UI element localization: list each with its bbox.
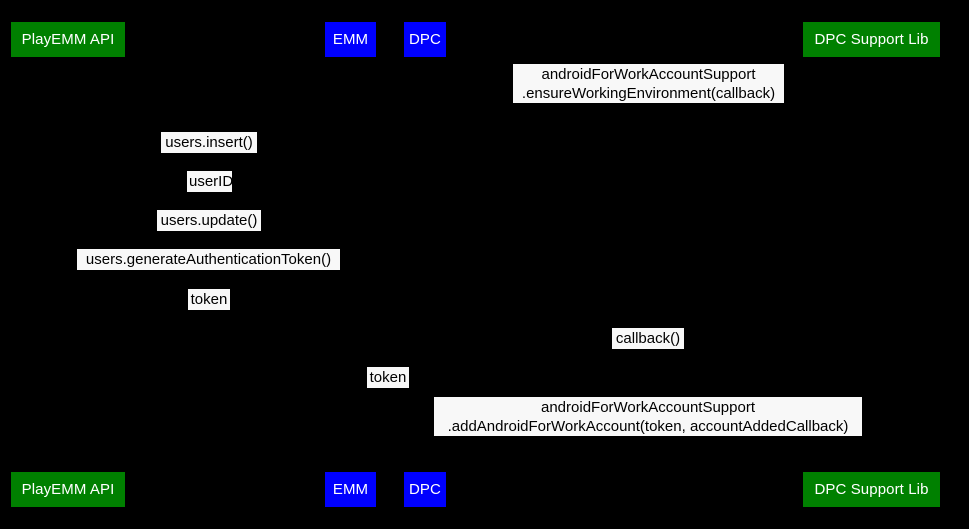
lifeline-emm <box>350 57 351 472</box>
participant-label: EMM <box>332 31 369 48</box>
participant-label: DPC Support Lib <box>814 481 929 498</box>
message-text-line: userID <box>189 173 234 190</box>
message-label-ensure-working-environment[interactable]: androidForWorkAccountSupport .ensureWorki… <box>513 64 784 103</box>
message-label-users-generate-authentication-token[interactable]: users.generateAuthenticationToken() <box>77 249 340 270</box>
message-label-token-from-api[interactable]: token <box>188 289 230 310</box>
message-arrow-users-generate-authentication-token <box>68 271 350 272</box>
message-arrow-callback <box>425 350 871 351</box>
participant-label: PlayEMM API <box>21 481 115 498</box>
message-label-add-android-for-work-account[interactable]: androidForWorkAccountSupport .addAndroidF… <box>434 397 862 436</box>
message-text-line: users.insert() <box>165 134 253 151</box>
participant-box-playemm-api-bottom[interactable]: PlayEMM API <box>11 472 125 507</box>
participant-label: EMM <box>332 481 369 498</box>
message-arrow-users-update <box>68 232 350 233</box>
participant-box-dpc-support-lib-bottom[interactable]: DPC Support Lib <box>803 472 940 507</box>
message-text-line: .addAndroidForWorkAccount(token, account… <box>447 418 849 435</box>
participant-box-dpc-support-lib-top[interactable]: DPC Support Lib <box>803 22 940 57</box>
message-text-line: callback() <box>615 330 681 347</box>
message-label-token-to-dpc[interactable]: token <box>367 367 409 388</box>
message-arrow-users-insert <box>68 154 350 155</box>
message-label-userid[interactable]: userID <box>187 171 234 192</box>
message-text-line: .ensureWorkingEnvironment(callback) <box>521 85 776 102</box>
participant-label: DPC <box>409 481 441 498</box>
lifeline-playemm-api <box>68 57 69 472</box>
participant-label: PlayEMM API <box>21 31 115 48</box>
message-text-line: token <box>190 291 228 308</box>
participant-box-emm-top[interactable]: EMM <box>325 22 376 57</box>
participant-label: DPC Support Lib <box>814 31 929 48</box>
message-arrow-token-from-api <box>68 311 350 312</box>
participant-box-playemm-api-top[interactable]: PlayEMM API <box>11 22 125 57</box>
message-text-line: users.generateAuthenticationToken() <box>85 251 332 268</box>
message-arrow-add-android-for-work-account <box>425 437 871 438</box>
message-arrow-userid <box>68 193 350 194</box>
message-label-callback[interactable]: callback() <box>612 328 684 349</box>
message-text-line: token <box>369 369 407 386</box>
message-arrow-ensure-working-environment <box>425 104 871 105</box>
participant-box-dpc-bottom[interactable]: DPC <box>404 472 446 507</box>
message-label-users-update[interactable]: users.update() <box>157 210 261 231</box>
lifeline-dpc-support-lib <box>871 57 872 472</box>
message-text-line: users.update() <box>160 212 258 229</box>
participant-label: DPC <box>409 31 441 48</box>
message-text-line: androidForWorkAccountSupport <box>541 399 755 416</box>
participant-box-emm-bottom[interactable]: EMM <box>325 472 376 507</box>
message-arrow-token-to-dpc <box>350 389 425 390</box>
message-label-users-insert[interactable]: users.insert() <box>161 132 257 153</box>
message-text-line: androidForWorkAccountSupport <box>541 66 756 83</box>
lifeline-dpc <box>425 57 426 472</box>
participant-box-dpc-top[interactable]: DPC <box>404 22 446 57</box>
